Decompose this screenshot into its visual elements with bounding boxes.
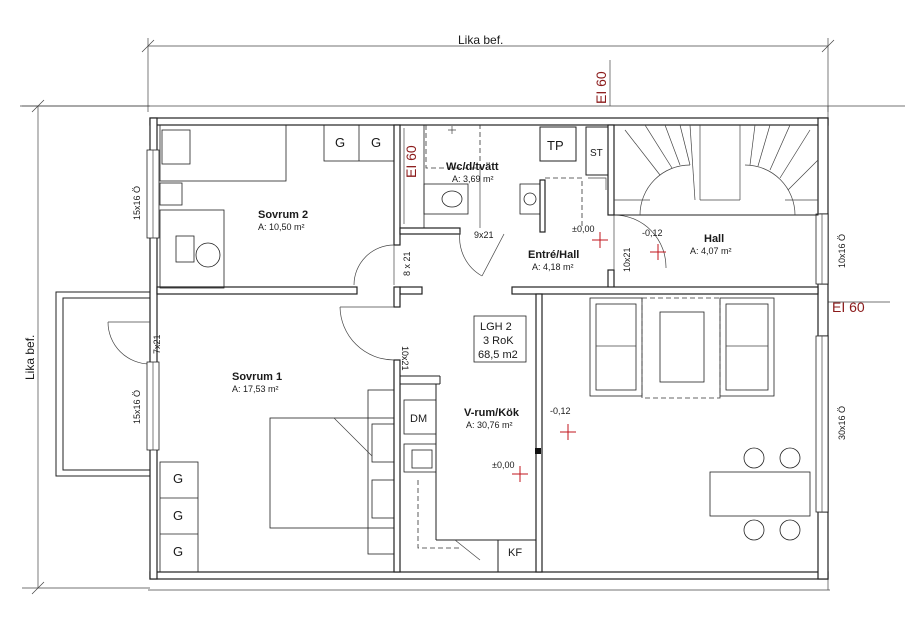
level-markers [512,232,666,482]
apartment-box [473,315,527,363]
kf-label: KF [508,547,522,559]
room-name-sovrum1: Sovrum 1 [232,371,282,383]
interior-walls [156,124,819,573]
living-furniture [589,297,811,541]
apartment-area: 68,5 m2 [478,349,518,361]
level-vrum-lower: ±0,00 [492,460,514,470]
balcony [55,291,150,477]
closet-label-4: G [173,508,183,523]
door-sovrum1-label: 10x21 [400,346,410,371]
win-hall-label: 10x16 Ö [837,234,847,268]
door-sovrum2-label: 8 x 21 [402,251,412,276]
room-area-vrum: A: 30,76 m² [466,420,513,430]
windows [146,149,829,513]
entre-fixtures [539,126,609,228]
wc-fixtures [399,124,541,229]
dm-label: DM [410,413,427,425]
win-sovrum1-label: 15x16 Ö [132,390,142,424]
closet-label-3: G [173,471,183,486]
door-balcony-label: 7x21 [152,334,162,354]
fire-rating-right: EI 60 [832,299,865,315]
room-name-vrum: V-rum/Kök [464,407,520,419]
room-name-entre: Entré/Hall [528,249,579,261]
dim-left: Lika bef. [23,335,37,380]
door-hall-label: 10x21 [622,247,632,272]
room-name-hall: Hall [704,233,724,245]
closet-label-2: G [371,135,381,150]
level-hall: -0,12 [642,228,663,238]
fire-rating-wc: EI 60 [403,145,419,178]
level-vrum-upper: -0,12 [550,406,571,416]
win-vrum-label: 30x16 Ö [837,406,847,440]
room-name-wc: Wc/d/tvätt [446,161,499,173]
st-label: ST [590,148,603,159]
fire-rating-top: EI 60 [593,71,609,104]
room-area-wc: A: 3,69 m² [452,174,494,184]
room-area-entre: A: 4,18 m² [532,262,574,272]
win-sovrum2-label: 15x16 Ö [132,186,142,220]
level-entre: ±0,00 [572,224,594,234]
doors [107,214,667,365]
room-area-sovrum2: A: 10,50 m² [258,222,305,232]
kitchen-counter [403,399,537,573]
tp-label: TP [547,138,564,153]
closet-label-5: G [173,544,183,559]
room-area-hall: A: 4,07 m² [690,246,732,256]
door-wc-label: 9x21 [474,230,494,240]
room-name-sovrum2: Sovrum 2 [258,209,308,221]
sovrum2-furniture [159,124,395,289]
sovrum1-furniture [159,389,395,573]
apartment-type: 3 RoK [483,335,514,347]
staircase [613,124,819,216]
closet-label-1: G [335,135,345,150]
apartment-id: LGH 2 [480,321,512,333]
room-area-sovrum1: A: 17,53 m² [232,384,279,394]
dim-top: Lika bef. [458,33,503,47]
